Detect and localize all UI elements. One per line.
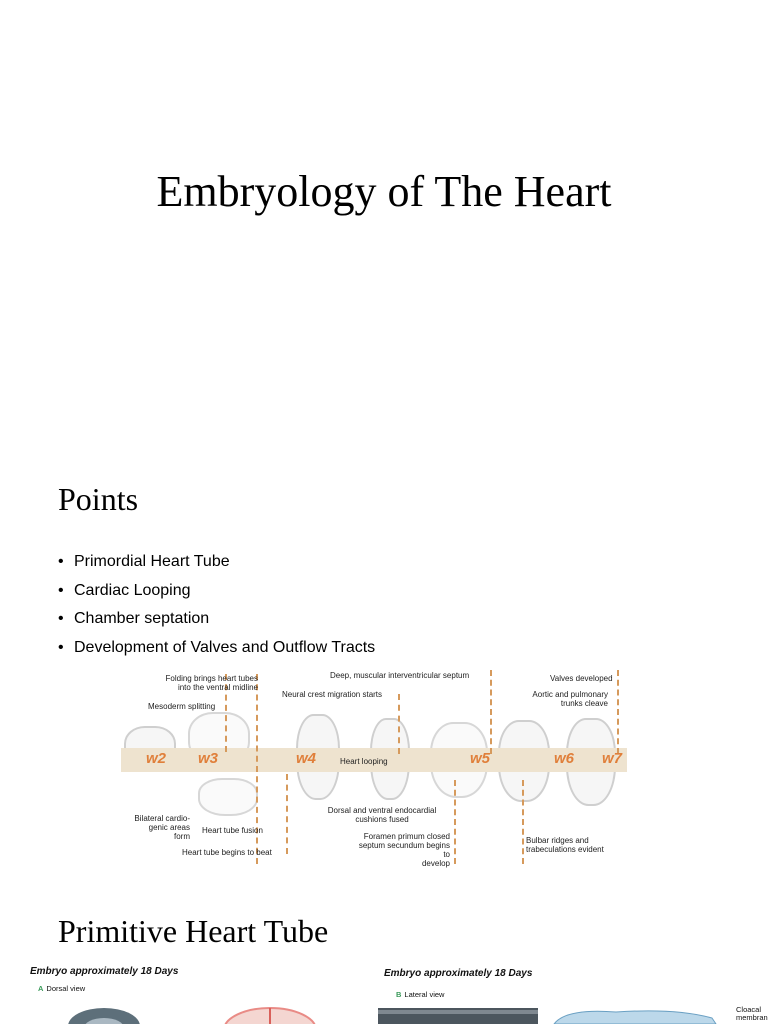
- list-item: Development of Valves and Outflow Tracts: [58, 634, 375, 663]
- label-bilateral: Bilateral cardio- genic areas form: [134, 814, 190, 841]
- list-item: Cardiac Looping: [58, 577, 375, 606]
- label-folding: Folding brings heart tubes into the vent…: [165, 674, 259, 692]
- label-septum: Deep, muscular interventricular septum: [330, 671, 470, 680]
- week-label: w4: [296, 750, 317, 767]
- figure-b-letter: B: [396, 990, 402, 999]
- label-foramen: Foramen primum closed septum secundum be…: [358, 832, 450, 868]
- points-list: Primordial Heart Tube Cardiac Looping Ch…: [58, 548, 375, 663]
- embryo-lateral-image: [378, 1008, 717, 1024]
- label-aortic: Aortic and pulmonary trunks cleave: [532, 690, 608, 708]
- label-valves: Valves developed: [550, 674, 613, 683]
- figure-b-view-label: Lateral view: [404, 990, 445, 999]
- label-cushions: Dorsal and ventral endocardial cushions …: [327, 806, 437, 824]
- timeline-divider: [286, 774, 288, 854]
- figure-a-view-label: Dorsal view: [46, 984, 86, 993]
- figure-a-letter: A: [38, 984, 44, 993]
- timeline-divider: [256, 674, 258, 864]
- timeline-divider: [454, 780, 456, 864]
- list-item: Chamber septation: [58, 605, 375, 634]
- cloacal-membrane-label: Cloacal membrane: [736, 1005, 768, 1022]
- list-item: Primordial Heart Tube: [58, 548, 375, 577]
- week-label: w2: [146, 750, 167, 767]
- figure-b-caption: Embryo approximately 18 Days: [384, 968, 533, 979]
- timeline-divider: [490, 670, 492, 754]
- week-label: w5: [470, 750, 491, 767]
- label-mesoderm: Mesoderm splitting: [148, 702, 216, 711]
- timeline-divider: [522, 780, 524, 864]
- week-label: w7: [602, 750, 623, 767]
- timeline-divider: [398, 694, 400, 754]
- heart-tube-heading: Primitive Heart Tube: [58, 913, 329, 949]
- slide-title: Embryology of The Heart: [156, 167, 612, 216]
- week-label: w3: [198, 750, 219, 767]
- timeline-band: [121, 748, 627, 772]
- heart-development-timeline: w2 w3 w4 w5 w6 w7 Folding brings heart t…: [118, 666, 630, 868]
- timeline-divider: [225, 674, 227, 752]
- label-neural-crest: Neural crest migration starts: [282, 690, 383, 699]
- embryo-sketch-w3b: [198, 778, 258, 816]
- label-fusion: Heart tube fusion: [202, 826, 263, 835]
- embryo-dorsal-image: [68, 1007, 316, 1024]
- label-bulbar: Bulbar ridges and trabeculations evident: [526, 836, 604, 854]
- label-looping: Heart looping: [340, 757, 388, 766]
- label-beats: Heart tube begins to beat: [182, 848, 272, 857]
- week-label: w6: [554, 750, 575, 767]
- timeline-divider: [617, 670, 619, 754]
- points-heading: Points: [58, 481, 139, 517]
- figure-a-caption: Embryo approximately 18 Days: [30, 966, 179, 977]
